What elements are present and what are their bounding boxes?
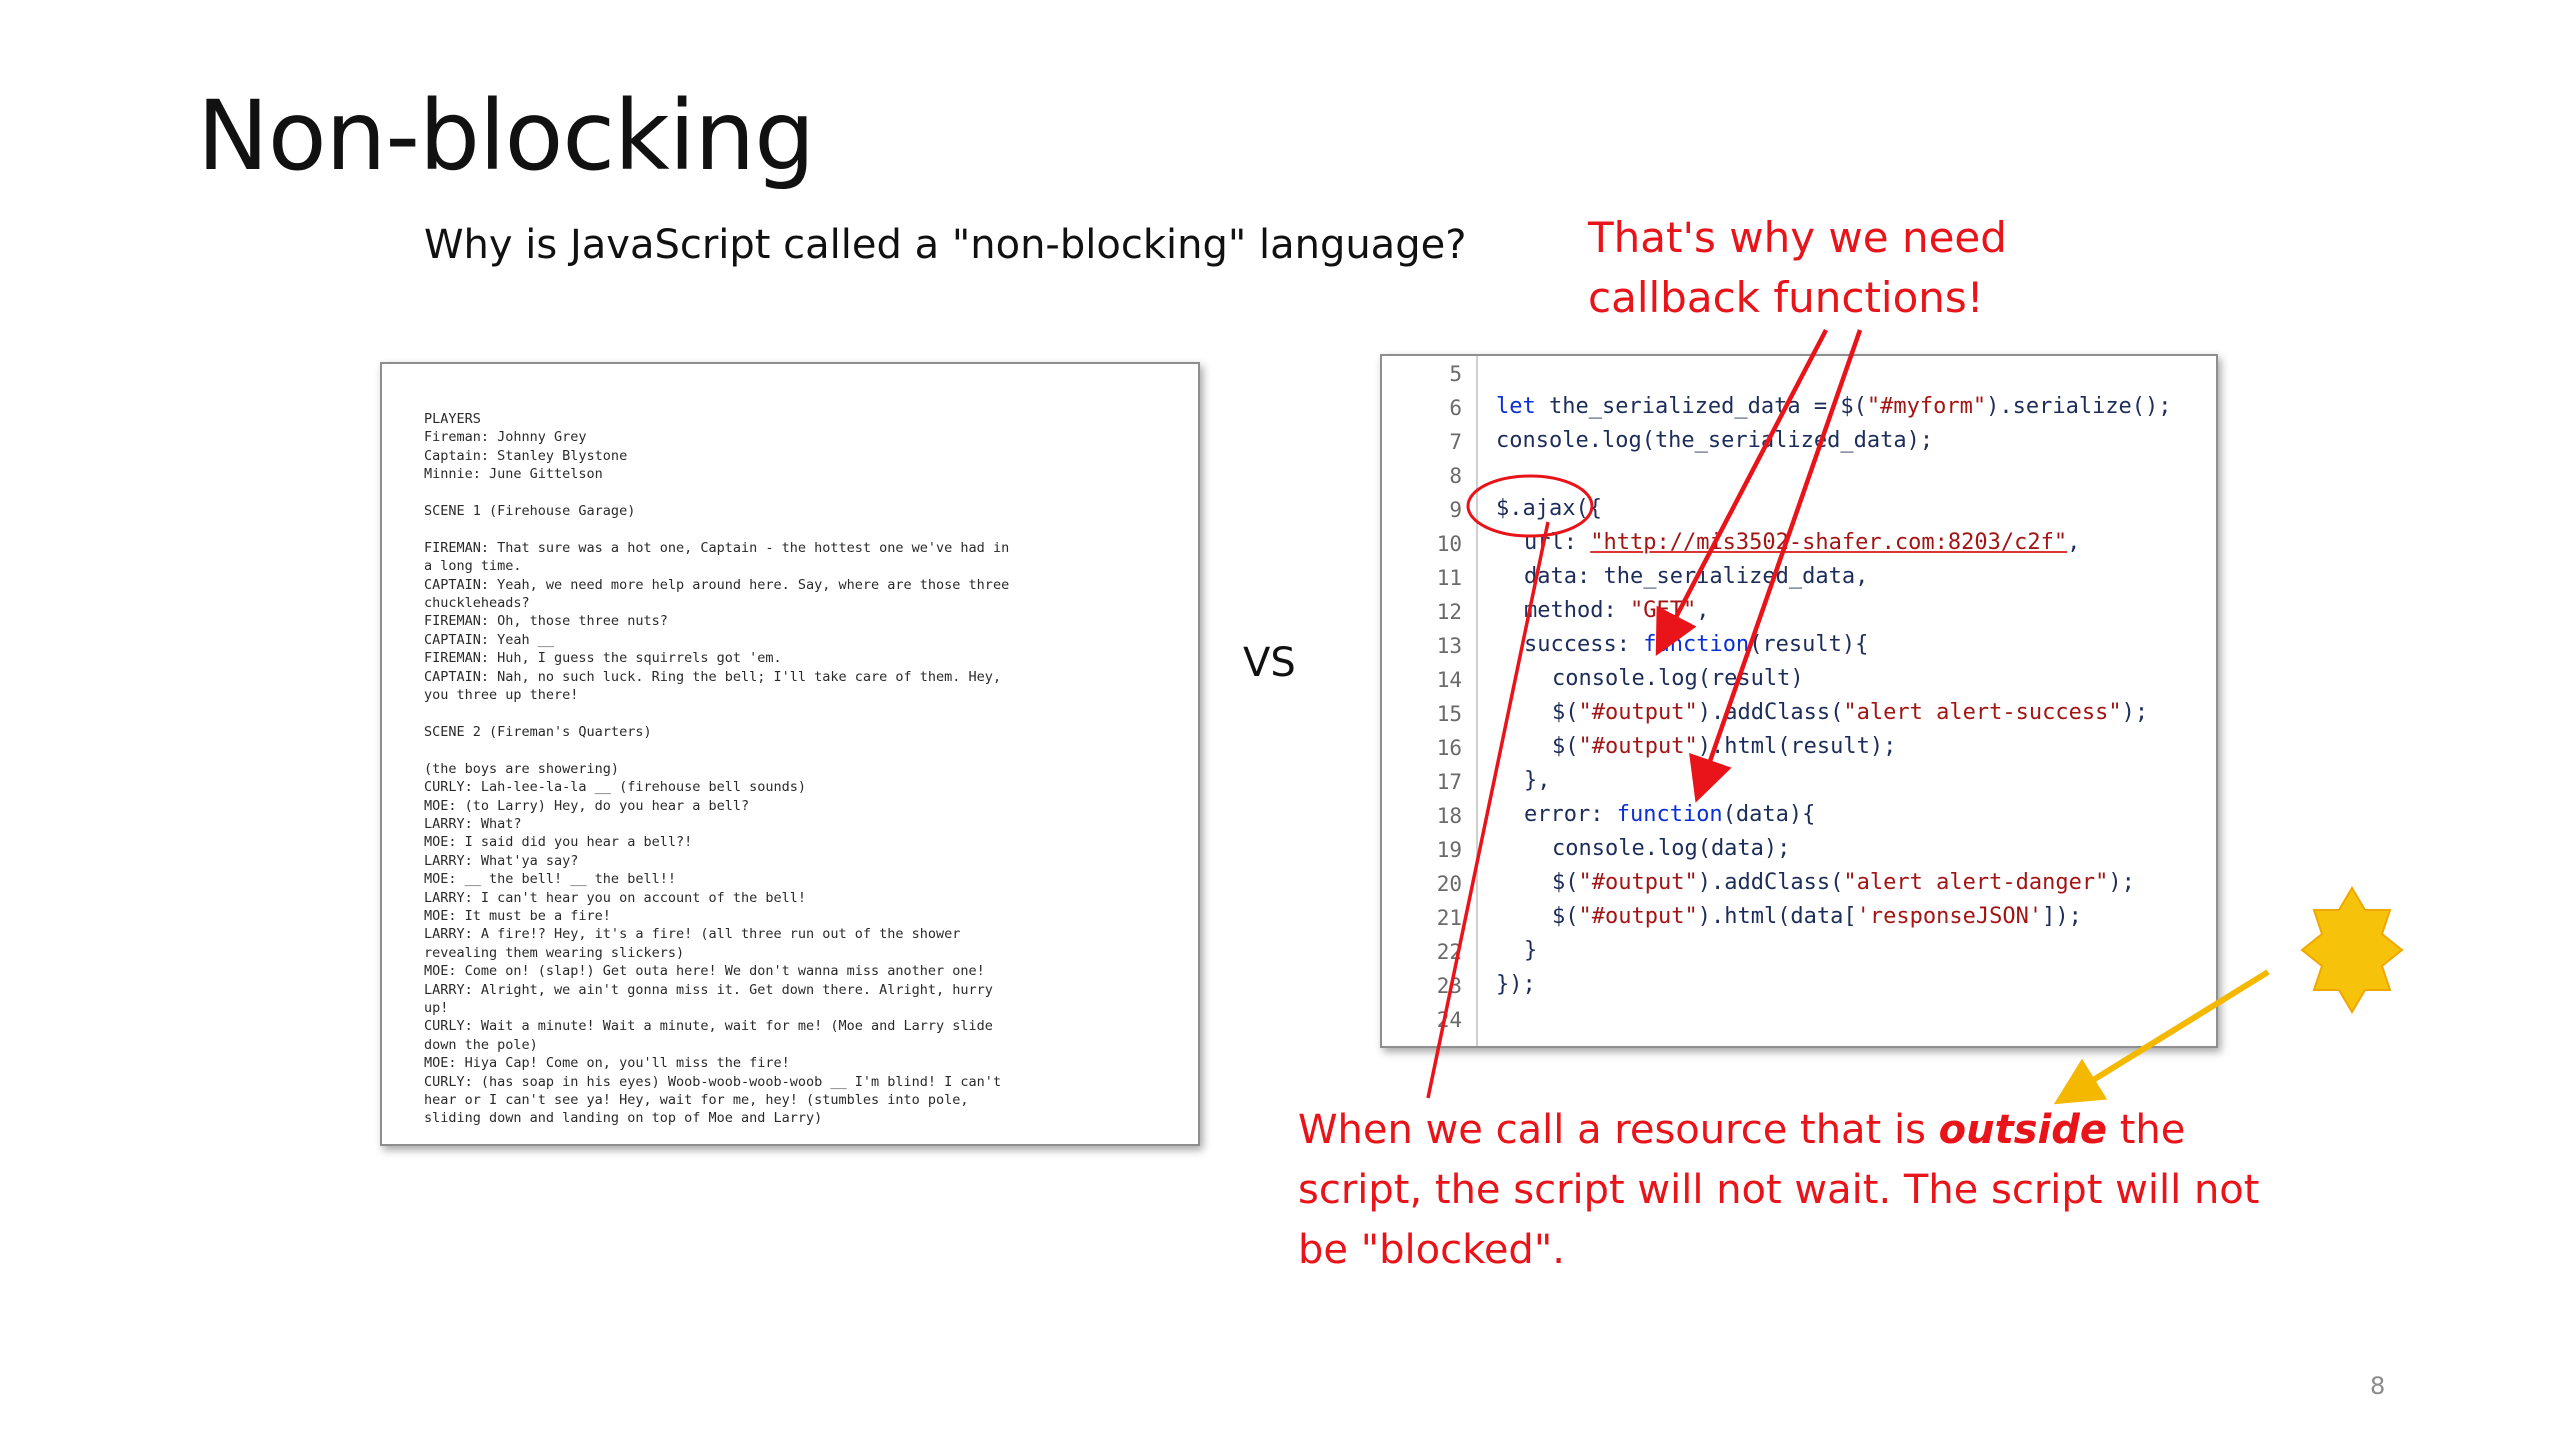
callout-line: That's why we need bbox=[1588, 213, 2007, 262]
line-number: 24 bbox=[1436, 1008, 1462, 1032]
line-number: 12 bbox=[1436, 600, 1462, 624]
line-number: 9 bbox=[1449, 498, 1462, 522]
code-line: $("#output").html(data['responseJSON']); bbox=[1552, 904, 2082, 929]
line-number: 19 bbox=[1436, 838, 1462, 862]
code-line: $("#output").html(result); bbox=[1552, 734, 1897, 759]
vs-label: VS bbox=[1243, 640, 1296, 686]
line-number: 10 bbox=[1436, 532, 1462, 556]
code-line: $.ajax({ bbox=[1496, 496, 1602, 521]
code-line: data: the_serialized_data, bbox=[1524, 564, 1869, 589]
line-number: 17 bbox=[1436, 770, 1462, 794]
code-line: console.log(data); bbox=[1552, 836, 1791, 861]
slide-title: Non-blocking bbox=[197, 80, 815, 192]
star-burst-icon bbox=[2300, 886, 2404, 1014]
line-number: 5 bbox=[1449, 362, 1462, 386]
code-editor-image: 5 6 7 8 9 10 11 12 13 14 15 16 17 18 19 … bbox=[1380, 354, 2218, 1048]
code-line: $("#output").addClass("alert alert-succe… bbox=[1552, 700, 2149, 725]
slide-subtitle: Why is JavaScript called a "non-blocking… bbox=[424, 222, 1467, 268]
code-line: error: function(data){ bbox=[1524, 802, 1816, 827]
script-page-image: PLAYERS Fireman: Johnny Grey Captain: St… bbox=[380, 362, 1200, 1146]
line-number: 13 bbox=[1436, 634, 1462, 658]
line-number: 20 bbox=[1436, 872, 1462, 896]
callback-callout: That's why we need callback functions! bbox=[1588, 208, 2148, 328]
code-line: console.log(the_serialized_data); bbox=[1496, 428, 1934, 453]
code-line: console.log(result) bbox=[1552, 666, 1804, 691]
callout-line: callback functions! bbox=[1588, 273, 1984, 322]
outside-resource-callout: When we call a resource that is outside … bbox=[1298, 1100, 2278, 1280]
script-page-text: PLAYERS Fireman: Johnny Grey Captain: St… bbox=[424, 411, 1010, 1127]
line-number: 15 bbox=[1436, 702, 1462, 726]
line-number: 22 bbox=[1436, 940, 1462, 964]
callout-text: the script, the script will not wait. Th… bbox=[1298, 1107, 2260, 1273]
code-line: let the_serialized_data = $("#myform").s… bbox=[1496, 394, 2172, 419]
code-line: method: "GET", bbox=[1524, 598, 1710, 623]
code-line: }, bbox=[1524, 768, 1551, 793]
callout-emphasis: outside bbox=[1938, 1107, 2107, 1153]
line-number-gutter: 5 6 7 8 9 10 11 12 13 14 15 16 17 18 19 … bbox=[1382, 356, 1478, 1046]
code-line: } bbox=[1524, 938, 1538, 963]
code-line: }); bbox=[1496, 972, 1536, 997]
line-number: 8 bbox=[1449, 464, 1462, 488]
code-line: success: function(result){ bbox=[1524, 632, 1869, 657]
line-number: 6 bbox=[1449, 396, 1462, 420]
line-number: 7 bbox=[1449, 430, 1462, 454]
line-number: 14 bbox=[1436, 668, 1462, 692]
line-number: 23 bbox=[1436, 974, 1462, 998]
line-number: 21 bbox=[1436, 906, 1462, 930]
code-line: $("#output").addClass("alert alert-dange… bbox=[1552, 870, 2135, 895]
line-number: 11 bbox=[1436, 566, 1462, 590]
page-number: 8 bbox=[2370, 1372, 2386, 1400]
code-line: url: "http://mis3502-shafer.com:8203/c2f… bbox=[1524, 530, 2081, 555]
callout-text: When we call a resource that is bbox=[1298, 1107, 1939, 1153]
line-number: 18 bbox=[1436, 804, 1462, 828]
line-number: 16 bbox=[1436, 736, 1462, 760]
